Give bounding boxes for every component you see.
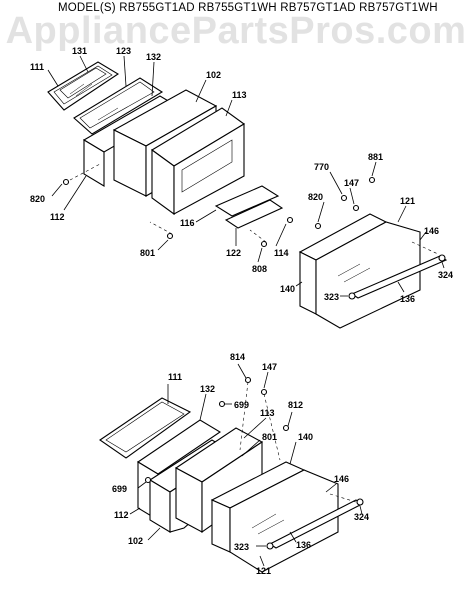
part-123-inner-panel	[73, 77, 164, 135]
label-820-a: 820	[30, 194, 45, 204]
label-801: 801	[140, 248, 155, 258]
label-136: 136	[400, 294, 415, 304]
label-111-b: 111	[168, 372, 182, 382]
label-699-a: 699	[234, 400, 249, 410]
label-323-b: 323	[234, 542, 249, 552]
top-door-assembly	[47, 55, 448, 329]
part-699-screw-b	[218, 400, 226, 408]
label-116: 116	[180, 218, 195, 228]
label-699-b: 699	[112, 484, 127, 494]
part-801-screw	[166, 232, 174, 240]
model-numbers-header: MODEL(S) RB755GT1AD RB755GT1WH RB757GT1A…	[58, 2, 438, 14]
label-112: 112	[50, 212, 65, 222]
label-102-b: 102	[128, 536, 143, 546]
part-699-screw-c	[144, 476, 152, 484]
part-820-screw	[62, 178, 70, 186]
label-111: 111	[30, 62, 44, 72]
part-136-handle	[350, 255, 448, 299]
label-814: 814	[230, 352, 245, 362]
label-132: 132	[146, 52, 161, 62]
part-323-cap	[348, 292, 356, 300]
part-324-cap	[438, 254, 446, 262]
label-881: 881	[368, 152, 383, 162]
label-114: 114	[274, 248, 289, 258]
label-113-b: 113	[260, 408, 275, 418]
label-323: 323	[324, 292, 339, 302]
label-324-b: 324	[354, 512, 369, 522]
label-131: 131	[72, 46, 87, 56]
label-123: 123	[116, 46, 131, 56]
part-770-screw	[340, 194, 348, 202]
part-147-screw	[352, 204, 360, 212]
label-140-b: 140	[298, 432, 313, 442]
part-812-screw-b	[282, 424, 290, 432]
label-820-b: 820	[308, 192, 323, 202]
label-147-b: 147	[262, 362, 277, 372]
part-114-clip	[286, 216, 294, 224]
label-146: 146	[424, 226, 439, 236]
watermark: AppliancePartsPros.com	[5, 10, 467, 52]
label-146-b: 146	[334, 474, 349, 484]
part-131-window	[59, 67, 107, 99]
part-121-glass-panel-b	[229, 469, 339, 573]
label-801-b: 801	[262, 432, 277, 442]
label-132-b: 132	[200, 384, 215, 394]
label-147: 147	[344, 178, 359, 188]
part-111-gasket-b	[99, 397, 192, 459]
bottom-door-assembly	[99, 363, 364, 573]
part-122-glass	[224, 199, 284, 229]
part-808-screw	[260, 240, 268, 248]
label-121-b: 121	[256, 566, 271, 576]
part-324-cap-b	[356, 498, 364, 506]
label-770: 770	[314, 162, 329, 172]
part-112-side	[83, 139, 105, 187]
label-140: 140	[280, 284, 295, 294]
part-121-glass-panel	[315, 221, 421, 329]
part-814-screw-b	[244, 376, 252, 384]
part-116-glass	[214, 185, 280, 217]
bottom-diagram-labels: 814 147 111 132 699 812 113 801 140 699 …	[112, 352, 369, 576]
part-881-screw	[368, 176, 376, 184]
label-113: 113	[232, 90, 247, 100]
label-102: 102	[206, 70, 221, 80]
part-323-cap-b	[266, 542, 274, 550]
label-812: 812	[288, 400, 303, 410]
part-111-gasket	[47, 61, 120, 111]
label-121: 121	[400, 196, 415, 206]
part-820-screw-b	[314, 222, 322, 230]
label-808: 808	[252, 264, 267, 274]
label-112-b: 112	[114, 510, 129, 520]
label-136-b: 136	[296, 540, 311, 550]
label-324: 324	[438, 270, 453, 280]
top-diagram-labels: 131 123 132 111 102 113 820 112 770 881 …	[30, 46, 453, 304]
label-122: 122	[226, 248, 241, 258]
part-147-screw-b	[260, 388, 268, 396]
